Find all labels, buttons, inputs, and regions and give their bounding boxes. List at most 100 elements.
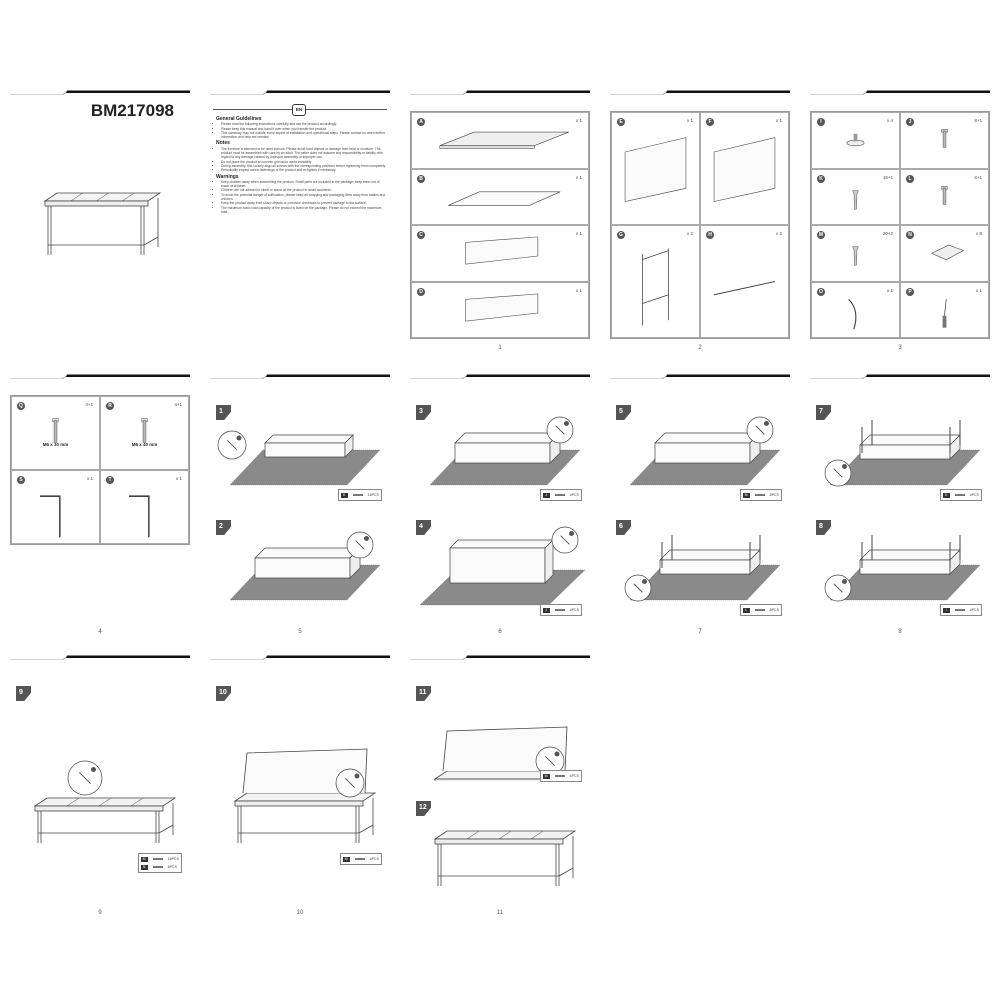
cover-page: BM217098 <box>10 83 190 358</box>
hardware-quantity: 4PCS <box>969 608 979 612</box>
part-quantity: x 1 <box>775 118 782 123</box>
hardware-id: I <box>942 607 950 613</box>
long-part-icon <box>465 293 539 321</box>
step-4-illustration <box>419 526 586 606</box>
hardware-id: K <box>942 492 950 498</box>
part-label: T <box>106 476 114 484</box>
top-part-icon <box>439 131 569 149</box>
section-list: Keep children away when assembling the p… <box>216 180 386 214</box>
hardware-id: M <box>342 856 350 862</box>
part-quantity: x 1 <box>575 174 582 180</box>
page-header-bar <box>610 90 790 95</box>
board-part-icon <box>624 137 687 202</box>
hardware-id: M <box>742 492 750 498</box>
page-number: 3 <box>898 345 902 351</box>
hardware-quantity: 16PCS <box>367 493 379 497</box>
guideline-item: The furniture is intended to be used ind… <box>221 147 386 160</box>
part-label: L <box>906 174 914 183</box>
page-header-bar <box>10 655 190 660</box>
bolt-part-icon <box>141 418 148 443</box>
part-label: I <box>817 118 825 126</box>
guideline-item: Do not place the product on uneven groun… <box>221 160 386 164</box>
hardware-id: J <box>542 492 550 498</box>
foot-part-icon <box>846 133 865 147</box>
part-quantity: x 1 <box>975 287 982 293</box>
part-quantity: x 1 <box>575 118 582 123</box>
step-number-badge: 1 <box>216 405 231 420</box>
page-number: 9 <box>98 910 102 916</box>
part-label: Q <box>17 402 25 410</box>
step-number-badge: 7 <box>816 405 831 420</box>
hardware-quantity: 4PCS <box>569 608 579 612</box>
screw-icon <box>352 494 363 496</box>
screw-part-icon <box>852 189 859 209</box>
page-header-bar <box>210 655 390 660</box>
screw-icon <box>754 494 765 496</box>
hardware-callout: I 4PCS <box>939 604 982 616</box>
part-quantity: 4+1 <box>85 402 93 407</box>
part-cell: L 8+1 <box>900 168 989 225</box>
part-quantity: x 1 <box>886 287 893 293</box>
part-label: F <box>706 118 714 126</box>
part-label: O <box>817 287 825 296</box>
step-1-illustration <box>217 430 381 486</box>
section-list: The furniture is intended to be used ind… <box>216 147 386 173</box>
screw-icon <box>954 494 965 496</box>
step-2-illustration <box>229 531 381 601</box>
panel-part-icon <box>448 190 561 206</box>
part-quantity: x 1 <box>575 231 582 236</box>
step-6-illustration <box>624 535 781 602</box>
page-header-bar <box>810 90 990 95</box>
part-quantity: x 1 <box>175 476 182 481</box>
part-label: P <box>906 287 914 296</box>
step-number-badge: 3 <box>416 405 431 420</box>
part-label: D <box>417 287 425 296</box>
page-number: 11 <box>496 910 504 916</box>
step-number-badge: 8 <box>816 520 831 535</box>
hardware-quantity: 4PCS <box>369 857 379 861</box>
step-5-illustration <box>629 416 781 486</box>
guideline-item: This summary may not include every aspec… <box>221 131 386 140</box>
guidelines-text: General GuidelinesPlease read the follow… <box>216 115 386 214</box>
page-number: 6 <box>498 629 502 635</box>
page-number: 2 <box>698 345 702 351</box>
screw-icon <box>954 609 965 611</box>
step-number-badge: 6 <box>616 520 631 535</box>
step-9-illustration <box>33 760 177 843</box>
screw-icon <box>754 609 765 611</box>
part-label: J <box>906 118 914 126</box>
part-size: M6 x 40 mm <box>131 442 158 447</box>
section-heading: Notes <box>216 140 230 147</box>
screw-icon <box>152 858 163 860</box>
part-quantity: x 1 <box>575 287 582 293</box>
hardware-quantity: 8PCS <box>167 865 177 869</box>
page-header-bar <box>610 374 790 379</box>
part-quantity: 8+1 <box>974 174 982 180</box>
